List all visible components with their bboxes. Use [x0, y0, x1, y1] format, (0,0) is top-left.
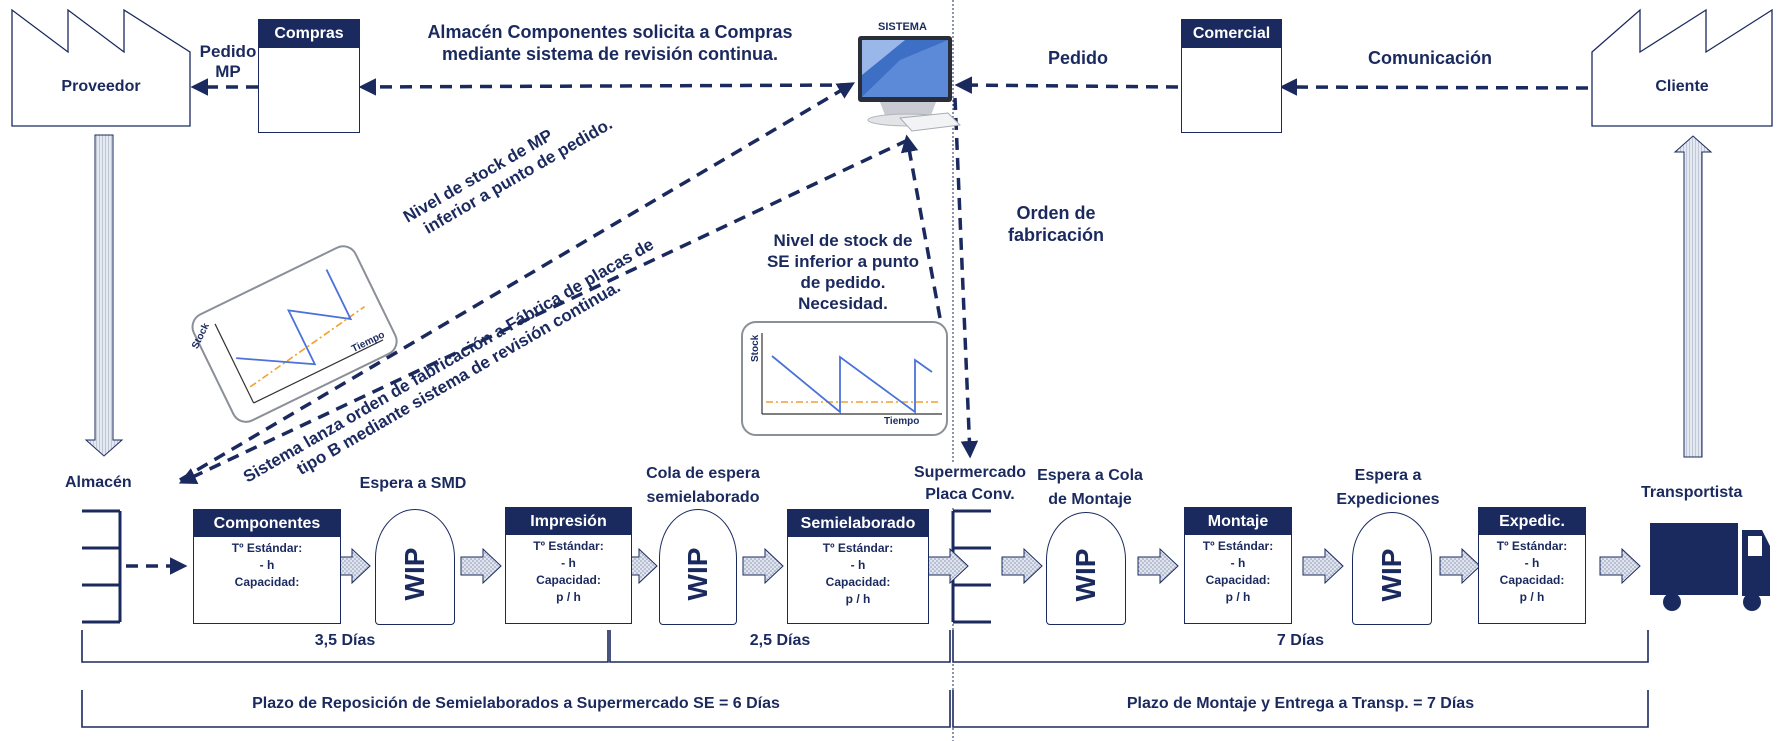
- timeline-bracket-3: [952, 630, 1649, 663]
- cliente-comercial-arrow: [1279, 78, 1589, 96]
- process-title: Expedic.: [1479, 508, 1585, 535]
- process-title: Componentes: [194, 510, 340, 537]
- process-impresion: Impresión Tº Estándar: - h Capacidad: p …: [505, 507, 632, 624]
- push-arrow-icon: [927, 547, 969, 585]
- process-line: Capacidad:: [1499, 573, 1565, 587]
- se-stock-chart: [741, 321, 948, 436]
- process-line: Tº Estándar:: [231, 541, 303, 555]
- wip-expediciones: WIP: [1352, 512, 1432, 625]
- transportista-label: Transportista: [1641, 484, 1743, 501]
- wip-semielaborado: WIP: [659, 509, 737, 625]
- process-line: p / h: [1225, 590, 1251, 604]
- total-montaje: Plazo de Montaje y Entrega a Transp. = 7…: [1126, 695, 1475, 712]
- process-line: Tº Estándar:: [822, 541, 894, 555]
- total-semielaborados: Plazo de Reposición de Semielaborados a …: [252, 695, 780, 712]
- timeline-bracket-1: [81, 630, 609, 663]
- process-line: p / h: [1519, 590, 1545, 604]
- process-title: Impresión: [506, 508, 631, 535]
- wait-label-smd: Espera a SMD: [359, 475, 467, 492]
- pedido-label: Pedido: [1048, 48, 1109, 68]
- truck-icon: [1650, 523, 1770, 611]
- wip-smd: WIP: [375, 509, 455, 625]
- comercial-title: Comercial: [1182, 20, 1281, 48]
- push-arrow-icon: [1302, 547, 1344, 585]
- compras-box: Compras: [258, 19, 360, 133]
- push-arrow-icon: [1439, 547, 1481, 585]
- supermercado-sistema-arrow: [900, 134, 942, 319]
- orden-fabricacion-arrow: [953, 97, 979, 459]
- proveedor-label: Proveedor: [61, 78, 141, 95]
- process-line: Capacidad:: [825, 575, 891, 589]
- almacen-rack-icon: [82, 509, 122, 624]
- sistema-compras-arrow: [358, 78, 853, 96]
- push-arrow-icon: [1137, 547, 1179, 585]
- almacen-sistema-arrow: [179, 82, 856, 482]
- process-line: Tº Estándar:: [1496, 539, 1568, 553]
- process-line: Capacidad:: [536, 573, 601, 587]
- timeline-bracket-2: [609, 630, 951, 663]
- process-line: p / h: [556, 590, 581, 604]
- segment-2-days: 2,5 Días: [749, 632, 811, 649]
- comercial-sistema-arrow: [954, 76, 1179, 94]
- process-title: Semielaborado: [788, 510, 928, 537]
- chart2-ylabel: Stock: [750, 334, 761, 362]
- process-line: Capacidad:: [1205, 573, 1271, 587]
- segment-1-days: 3,5 Días: [314, 632, 376, 649]
- compras-title: Compras: [259, 20, 359, 48]
- process-line: p / h: [845, 592, 871, 606]
- process-line: - h: [561, 556, 576, 570]
- chart2-xlabel: Tiempo: [884, 416, 920, 427]
- process-line: - h: [850, 558, 866, 572]
- push-arrow-icon: [742, 547, 784, 585]
- shipping-push-arrow: [1673, 135, 1713, 458]
- computer-icon: [858, 36, 962, 132]
- supply-push-arrow: [84, 134, 124, 457]
- process-expedic: Expedic. Tº Estándar: - h Capacidad: p /…: [1478, 507, 1586, 624]
- proveedor-factory-icon: [11, 8, 191, 127]
- process-componentes: Componentes Tº Estándar: - h Capacidad:: [193, 509, 341, 624]
- process-montaje: Montaje Tº Estándar: - h Capacidad: p / …: [1184, 507, 1292, 624]
- process-semielaborado: Semielaborado Tº Estándar: - h Capacidad…: [787, 509, 929, 624]
- push-arrow-icon: [1599, 547, 1641, 585]
- process-line: Tº Estándar:: [1202, 539, 1274, 553]
- process-line: - h: [1524, 556, 1540, 570]
- almacen-label: Almacén: [65, 474, 132, 491]
- process-line: - h: [1230, 556, 1246, 570]
- comunicacion-label: Comunicación: [1368, 48, 1493, 68]
- process-line: Tº Estándar:: [533, 539, 604, 553]
- mp-stock-chart: [191, 245, 398, 423]
- wip-montaje: WIP: [1046, 512, 1126, 625]
- push-arrow-icon: [460, 547, 502, 585]
- total-bracket-2: [952, 690, 1649, 728]
- process-line: Capacidad:: [234, 575, 300, 589]
- cliente-label: Cliente: [1655, 78, 1709, 95]
- process-line: - h: [259, 558, 275, 572]
- cliente-factory-icon: [1591, 8, 1773, 127]
- comercial-box: Comercial: [1181, 19, 1282, 133]
- sistema-almacen-arrow: [178, 138, 909, 484]
- push-arrow-icon: [1001, 547, 1043, 585]
- sistema-label: SISTEMA: [878, 21, 927, 33]
- total-bracket-1: [81, 690, 951, 728]
- process-title: Montaje: [1185, 508, 1291, 535]
- segment-3-days: 7 Días: [1276, 632, 1325, 649]
